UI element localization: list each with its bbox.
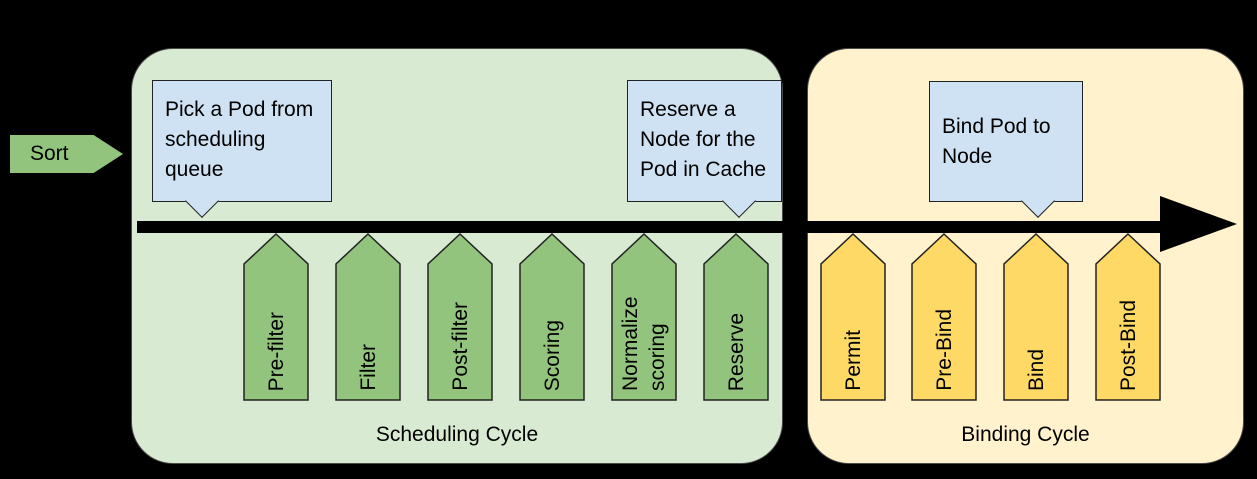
scheduling-cycle-label: Scheduling Cycle <box>375 423 539 446</box>
stage-scoring-label: Scoring <box>540 319 564 391</box>
pentagon-arrow-up-icon <box>335 233 401 401</box>
stage-filter: Filter <box>335 233 401 401</box>
stage-normalize-scoring: Normalize scoring <box>611 233 677 401</box>
callout-bind-pod: Bind Pod to Node <box>929 81 1083 218</box>
stage-pre-bind: Pre-Bind <box>911 233 977 401</box>
stage-post-filter: Post-filter <box>427 233 493 401</box>
stage-pre-filter-label: Pre-filter <box>264 311 288 391</box>
pentagon-arrow-up-icon <box>911 233 977 401</box>
stage-normalize-scoring-label: Normalize scoring <box>619 296 669 391</box>
sort-stage-label: Sort <box>30 142 69 165</box>
stage-post-bind-label: Post-Bind <box>1116 299 1140 391</box>
stage-bind-label: Bind <box>1024 348 1048 391</box>
binding-cycle-label: Binding Cycle <box>961 423 1090 446</box>
stage-reserve-label: Reserve <box>724 312 748 391</box>
pentagon-arrow-up-icon <box>427 233 493 401</box>
stage-filter-label: Filter <box>356 344 380 391</box>
stage-bind: Bind <box>1003 233 1069 401</box>
stage-post-filter-label: Post-filter <box>448 302 472 391</box>
callout-bind-pod-text: Bind Pod to Node <box>942 115 1051 168</box>
timeline-arrowhead-icon <box>1160 196 1237 252</box>
stage-permit: Permit <box>820 233 886 401</box>
pentagon-arrow-up-icon <box>820 233 886 401</box>
stage-permit-label: Permit <box>841 330 865 391</box>
sort-stage-arrow: Sort <box>10 135 123 173</box>
pentagon-arrow-up-icon <box>243 233 309 401</box>
callout-pick-pod: Pick a Pod from scheduling queue <box>152 80 332 218</box>
stage-scoring: Scoring <box>519 233 585 401</box>
pentagon-arrow-up-icon <box>703 233 769 401</box>
pentagon-arrow-up-icon <box>1095 233 1161 401</box>
pentagon-arrow-up-icon <box>611 233 677 401</box>
stage-pre-bind-label: Pre-Bind <box>932 309 956 391</box>
pentagon-arrow-up-icon <box>1003 233 1069 401</box>
stage-reserve: Reserve <box>703 233 769 401</box>
timeline-arrow-shaft <box>137 221 1160 233</box>
pentagon-arrow-up-icon <box>519 233 585 401</box>
callout-reserve-node: Reserve a Node for the Pod in Cache <box>627 80 782 218</box>
stage-pre-filter: Pre-filter <box>243 233 309 401</box>
stage-post-bind: Post-Bind <box>1095 233 1161 401</box>
callout-pick-pod-text: Pick a Pod from scheduling queue <box>165 98 314 181</box>
callout-reserve-node-text: Reserve a Node for the Pod in Cache <box>640 98 767 181</box>
